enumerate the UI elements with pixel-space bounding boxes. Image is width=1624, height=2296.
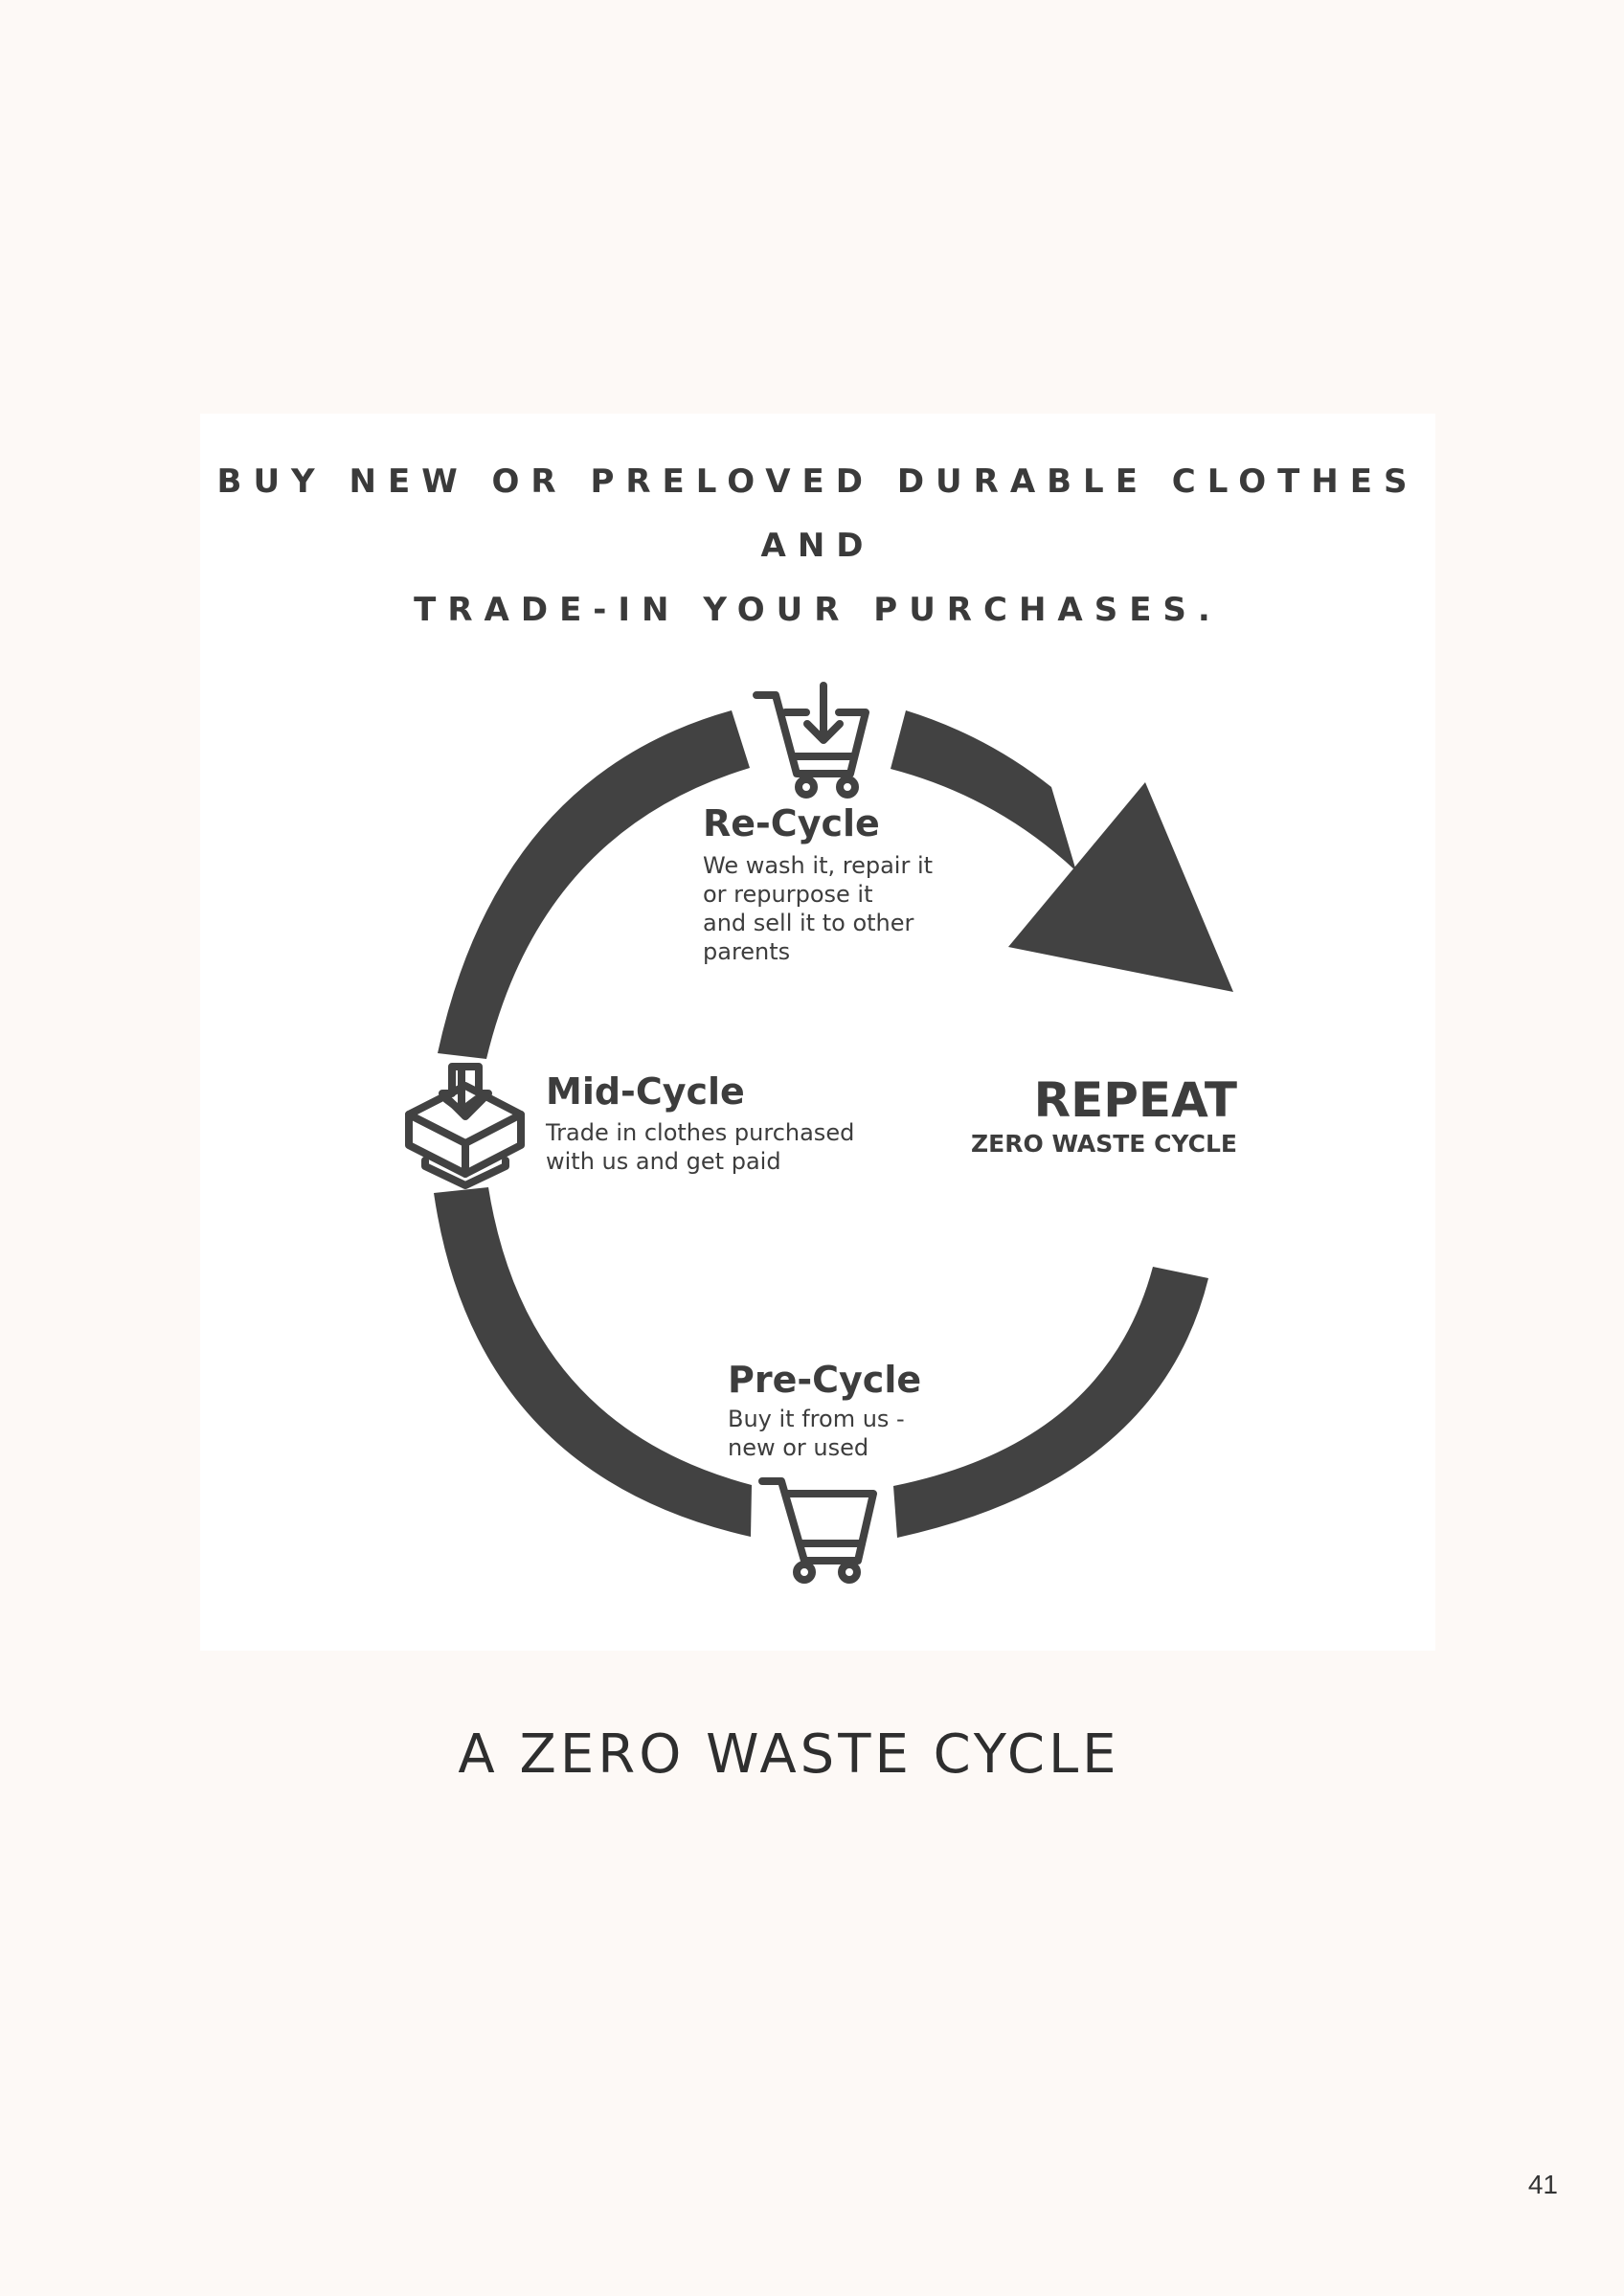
- precycle-desc-line-1: Buy it from us -: [728, 1406, 905, 1432]
- ring-arrowhead: [1008, 782, 1233, 992]
- headline: BUY NEW OR PRELOVED DURABLE CLOTHES AND …: [200, 450, 1435, 642]
- caption: A ZERO WASTE CYCLE: [458, 1723, 1120, 1786]
- recycle-desc-line-2: or repurpose it: [703, 881, 873, 908]
- repeat-subtitle: ZERO WASTE CYCLE: [971, 1130, 1237, 1158]
- headline-line-2: TRADE-IN YOUR PURCHASES.: [414, 591, 1222, 629]
- ring-segment-top-left: [438, 710, 750, 1059]
- midcycle-desc-line-2: with us and get paid: [546, 1148, 781, 1175]
- cart-download-icon: [753, 682, 869, 799]
- recycle-desc-line-1: We wash it, repair it: [703, 852, 933, 879]
- headline-line-1: BUY NEW OR PRELOVED DURABLE CLOTHES AND: [216, 462, 1419, 565]
- cycle-ring: [434, 710, 1233, 1538]
- cart-icon: [758, 1477, 877, 1584]
- recycle-desc-line-3: and sell it to other: [703, 910, 914, 936]
- midcycle-desc-line-1: Trade in clothes purchased: [545, 1119, 854, 1146]
- box-download-icon: [405, 1063, 525, 1189]
- ring-segment-top-right: [891, 710, 1076, 871]
- recycle-desc-line-4: parents: [703, 938, 790, 965]
- precycle-title: Pre-Cycle: [728, 1359, 921, 1401]
- ring-segment-bottom-left: [434, 1187, 752, 1537]
- midcycle-title: Mid-Cycle: [546, 1070, 745, 1113]
- ring-segment-bottom-right: [893, 1267, 1208, 1538]
- precycle-desc-line-2: new or used: [728, 1434, 868, 1461]
- recycle-title: Re-Cycle: [703, 802, 880, 844]
- page-number: 41: [1527, 2170, 1558, 2199]
- diagram-panel: [200, 414, 1435, 1651]
- repeat-title: REPEAT: [1034, 1072, 1237, 1128]
